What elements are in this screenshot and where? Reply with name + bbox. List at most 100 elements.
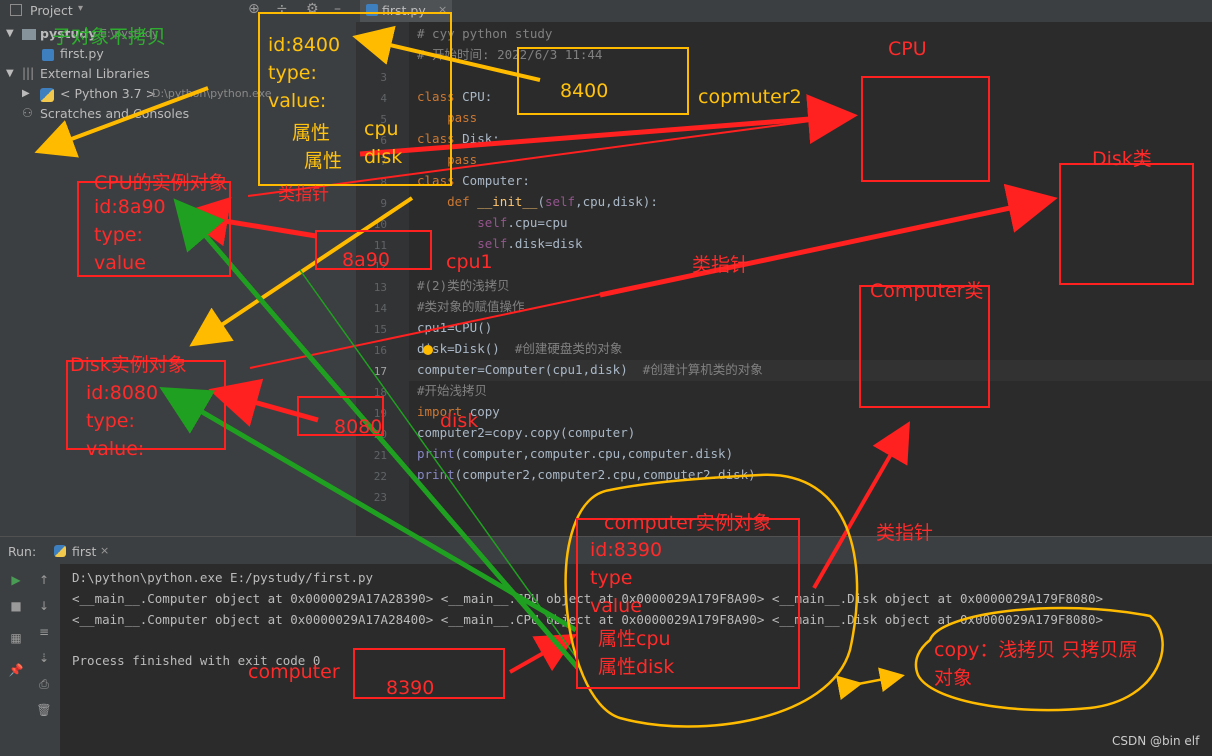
dropdown-icon[interactable]: ▾: [78, 3, 84, 14]
external-libraries[interactable]: External Libraries: [40, 66, 150, 81]
cpu-instance-box: [77, 181, 231, 277]
annotation-text: type:: [268, 62, 317, 84]
up-arrow-icon[interactable]: ↑: [38, 573, 50, 587]
yellow-ellipse: [914, 606, 1164, 712]
locate-icon[interactable]: ⊕: [248, 1, 260, 17]
cpu-class-box: [861, 76, 990, 182]
annotation-text: 类指针: [692, 254, 750, 276]
annotation-text: type:: [94, 224, 143, 246]
rerun-icon[interactable]: ▶: [11, 573, 21, 587]
annotation-text: computer: [248, 661, 340, 683]
line-number: 11: [373, 239, 387, 252]
annotation-text: value: [590, 595, 642, 617]
assign: .disk=disk: [507, 236, 583, 251]
annotation-text: id:8080: [86, 382, 159, 404]
arrow-red: [359, 94, 858, 157]
line-number: 3: [380, 71, 387, 84]
line-number: 5: [380, 113, 387, 126]
line-number: 14: [373, 302, 387, 315]
python-sdk-icon: [40, 88, 54, 102]
annotation-text: CPU: [888, 38, 927, 60]
code-line: #类对象的赋值操作: [417, 299, 525, 314]
annotation-text: cpu: [364, 118, 399, 140]
code-line: disk=Disk() #创建硬盘类的对象: [417, 340, 622, 358]
line-number: 16: [373, 344, 387, 357]
python-file-icon: [42, 49, 54, 61]
watermark: CSDN @bin elf: [1112, 734, 1200, 748]
hide-panel-icon[interactable]: –: [334, 1, 341, 17]
annotation-text: computer实例对象: [604, 512, 772, 534]
ptr-8400-box: [517, 47, 689, 115]
code-line: #(2)类的浅拷贝: [417, 278, 510, 293]
project-view-icon[interactable]: [10, 4, 22, 16]
annotation-text: 属性cpu: [598, 628, 671, 650]
annotation-text: 8390: [386, 677, 435, 699]
args: (computer2,computer2.cpu,computer2.disk): [454, 467, 756, 482]
soft-wrap-icon[interactable]: ≡: [38, 625, 50, 639]
code-line: def __init__(self,cpu,disk):: [417, 193, 658, 211]
annotation-text: copy：浅拷贝 只拷贝原 对象: [934, 639, 1138, 689]
project-root-path: E:\pystudy: [100, 27, 159, 40]
python-sdk[interactable]: < Python 3.7 >: [60, 86, 157, 101]
yellow-double-arrow: [836, 667, 905, 701]
arrow-red: [599, 183, 1058, 298]
annotation-text: disk: [364, 146, 403, 168]
python-run-icon: [54, 545, 66, 557]
project-label[interactable]: Project: [30, 3, 73, 18]
line-number: 8: [380, 176, 387, 189]
arrow-red: [247, 115, 849, 197]
chevron-right-icon[interactable]: ▶: [22, 88, 30, 99]
annotation-text: 8080: [334, 416, 383, 438]
print-icon[interactable]: ⎙: [39, 677, 49, 691]
annotation-text: 类指针: [876, 522, 934, 544]
arrow-red: [812, 421, 910, 589]
arrow-green: [159, 386, 578, 633]
down-arrow-icon[interactable]: ↓: [38, 599, 50, 613]
arrow-green: [299, 269, 579, 661]
computer-class-box: [859, 285, 990, 408]
code-line: cpu1=CPU(): [417, 320, 493, 335]
annotation-text: copmuter2: [698, 86, 802, 108]
scroll-end-icon[interactable]: ⇣: [38, 651, 50, 665]
close-icon[interactable]: ×: [438, 3, 448, 16]
code-line: self.disk=disk: [417, 235, 583, 253]
close-icon[interactable]: ×: [100, 544, 110, 557]
annotation-text: cpu1: [446, 251, 493, 273]
arrow-yellow: [34, 86, 209, 158]
line-number: 7: [380, 155, 387, 168]
code-line: print(computer,computer.cpu,computer.dis…: [417, 445, 733, 463]
stop-icon[interactable]: ■: [10, 599, 22, 613]
statement: computer=Computer(cpu1,disk): [417, 362, 643, 377]
self-keyword: self: [544, 194, 576, 209]
line-number-gutter: 1 2 3 4 5 6 7 8 9 10 11 12 13 14 15 16 1…: [357, 22, 409, 536]
code-line: class CPU:: [417, 88, 492, 106]
console-command: D:\python\python.exe E:/pystudy/first.py: [72, 570, 374, 585]
file-first-py[interactable]: first.py: [60, 46, 104, 61]
annotation-text: id:8400: [268, 34, 341, 56]
computer2-instance-box: [258, 12, 452, 186]
layout-icon[interactable]: ▦: [10, 631, 22, 645]
folder-icon: [22, 29, 36, 40]
chevron-down-icon[interactable]: ▼: [6, 28, 14, 39]
chevron-down-icon[interactable]: ▼: [6, 68, 14, 79]
keyword: import: [417, 404, 470, 419]
class-name: CPU:: [462, 89, 493, 104]
line-number: 21: [373, 449, 387, 462]
computer-instance-box: [576, 518, 800, 689]
run-label: Run:: [8, 544, 37, 559]
trash-icon[interactable]: 🗑: [36, 703, 52, 717]
annotation-text: Disk实例对象: [70, 354, 187, 376]
code-line: # cyy python study: [417, 26, 553, 41]
code-line: pass: [417, 152, 478, 167]
tab-label: first.py: [382, 3, 426, 18]
pin-icon[interactable]: 📌: [8, 663, 24, 677]
code-line: #开始浅拷贝: [417, 383, 488, 398]
run-tab[interactable]: first: [72, 544, 97, 559]
run-toolbar: ▶ ■ ▦ 📌 ↑ ↓ ≡ ⇣ ⎙ 🗑: [0, 564, 60, 756]
keyword: class: [417, 131, 463, 146]
code-editor[interactable]: # cyy python study # 开始时间: 2022/6/3 11:4…: [409, 22, 1212, 536]
collapse-icon[interactable]: ÷: [276, 1, 288, 17]
comment: #创建计算机类的对象: [642, 362, 763, 377]
annotation-text: 属性: [292, 122, 331, 144]
project-root[interactable]: pystudy: [40, 26, 97, 41]
